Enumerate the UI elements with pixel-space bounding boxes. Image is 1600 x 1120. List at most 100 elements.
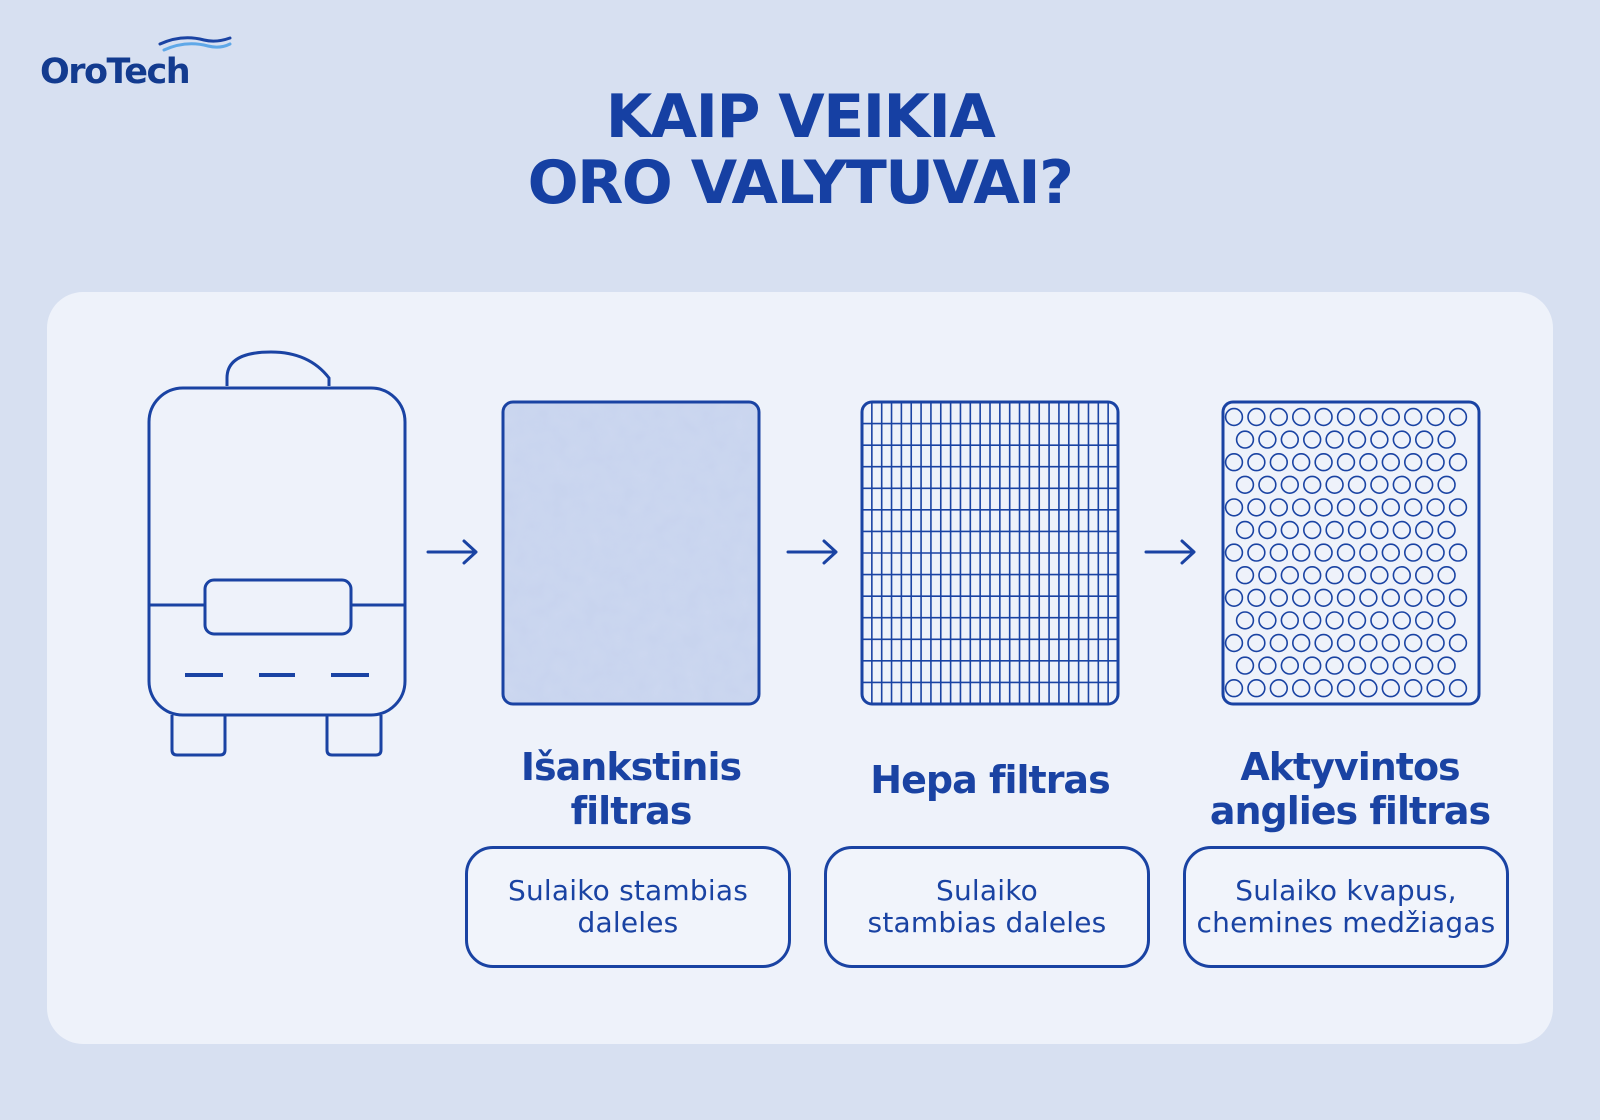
carbon-granule <box>1247 498 1266 517</box>
carbon-granule <box>1302 656 1322 675</box>
stage-title-carbon: Aktyvintos anglies filtras <box>1198 745 1502 833</box>
carbon-granule <box>1347 656 1367 675</box>
carbon-granule <box>1314 543 1333 562</box>
carbon-granule <box>1224 633 1244 653</box>
stage-description-line: Sulaiko stambias <box>508 874 748 907</box>
carbon-granule <box>1247 588 1266 608</box>
carbon-granule <box>1392 430 1412 449</box>
carbon-granule <box>1314 633 1333 653</box>
carbon-granule <box>1392 611 1412 630</box>
carbon-granule <box>1336 679 1356 698</box>
carbon-granule <box>1247 407 1266 427</box>
stage-title-line: Išankstinis <box>520 745 742 789</box>
carbon-granule <box>1370 475 1389 495</box>
carbon-granule <box>1325 611 1344 630</box>
carbon-granule <box>1280 656 1300 675</box>
carbon-granule <box>1336 407 1356 427</box>
carbon-granule <box>1359 588 1378 608</box>
carbon-granule <box>1280 475 1300 495</box>
carbon-granule <box>1448 407 1468 427</box>
carbon-granule <box>1269 407 1289 427</box>
carbon-granule <box>1415 566 1434 585</box>
carbon-granule <box>1325 430 1344 449</box>
carbon-granule <box>1325 656 1344 675</box>
carbon-granule <box>1224 543 1244 562</box>
stage-description-carbon: Sulaiko kvapus, chemines medžiagas <box>1183 846 1509 968</box>
carbon-granule <box>1426 498 1445 517</box>
carbon-granule <box>1291 633 1311 653</box>
carbon-granule <box>1314 407 1333 427</box>
carbon-granule <box>1448 679 1468 698</box>
stage-title-prefilter: Išankstinis filtras <box>481 745 781 833</box>
carbon-granule <box>1247 679 1266 698</box>
carbon-granule <box>1392 656 1412 675</box>
carbon-granule <box>1381 543 1401 562</box>
carbon-granule <box>1381 679 1401 698</box>
carbon-granule <box>1247 543 1266 562</box>
stage-title-line: Hepa filtras <box>870 758 1110 802</box>
carbon-granule <box>1392 520 1412 540</box>
carbon-granule <box>1370 611 1389 630</box>
carbon-granule <box>1392 566 1412 585</box>
carbon-granule <box>1235 566 1255 585</box>
carbon-granule <box>1235 611 1255 630</box>
carbon-granule <box>1280 520 1300 540</box>
pre-filter-icon <box>501 400 761 706</box>
carbon-granule <box>1269 588 1289 608</box>
carbon-granule <box>1269 633 1289 653</box>
carbon-granule <box>1415 611 1434 630</box>
carbon-granule <box>1336 588 1356 608</box>
carbon-granule <box>1302 611 1322 630</box>
carbon-granule <box>1370 566 1389 585</box>
carbon-granule <box>1370 430 1389 449</box>
carbon-granule <box>1347 566 1367 585</box>
carbon-granule <box>1381 633 1401 653</box>
stage-description-text: Sulaiko kvapus, chemines medžiagas <box>1197 875 1496 939</box>
carbon-granule <box>1426 633 1445 653</box>
carbon-granule <box>1359 679 1378 698</box>
carbon-granule <box>1314 453 1333 472</box>
carbon-granule <box>1258 611 1277 630</box>
carbon-granule <box>1359 633 1378 653</box>
carbon-granule <box>1404 407 1423 427</box>
stage-description-text: Sulaiko stambias daleles <box>508 875 748 939</box>
carbon-granule <box>1258 566 1277 585</box>
carbon-granule <box>1235 430 1255 449</box>
carbon-granule <box>1415 430 1434 449</box>
carbon-granule <box>1235 475 1255 495</box>
carbon-granule <box>1448 633 1468 653</box>
carbon-granule <box>1347 520 1367 540</box>
carbon-granule <box>1426 453 1445 472</box>
carbon-granule <box>1269 543 1289 562</box>
carbon-granule <box>1336 498 1356 517</box>
carbon-granule <box>1437 475 1456 495</box>
carbon-granule <box>1437 430 1456 449</box>
carbon-granule <box>1336 453 1356 472</box>
carbon-granule <box>1426 679 1445 698</box>
carbon-granule <box>1224 588 1244 608</box>
carbon-granule <box>1291 453 1311 472</box>
carbon-granule <box>1404 588 1423 608</box>
carbon-granule <box>1224 498 1244 517</box>
carbon-granule <box>1302 520 1322 540</box>
stage-description-hepa: Sulaiko stambias daleles <box>824 846 1150 968</box>
carbon-granule <box>1291 543 1311 562</box>
carbon-granule <box>1269 498 1289 517</box>
carbon-granule <box>1291 588 1311 608</box>
carbon-granule <box>1235 656 1255 675</box>
carbon-granule <box>1426 588 1445 608</box>
carbon-granule <box>1381 407 1401 427</box>
carbon-granule <box>1359 453 1378 472</box>
carbon-granule <box>1224 407 1244 427</box>
carbon-granule <box>1359 543 1378 562</box>
carbon-granule <box>1347 475 1367 495</box>
carbon-granule <box>1280 566 1300 585</box>
stage-description-prefilter: Sulaiko stambias daleles <box>465 846 791 968</box>
carbon-granule <box>1426 543 1445 562</box>
carbon-granule <box>1336 633 1356 653</box>
stage-title-line: anglies filtras <box>1209 789 1491 833</box>
carbon-granule <box>1258 520 1277 540</box>
carbon-granule <box>1448 543 1468 562</box>
carbon-granule <box>1280 430 1300 449</box>
carbon-granule <box>1302 475 1322 495</box>
